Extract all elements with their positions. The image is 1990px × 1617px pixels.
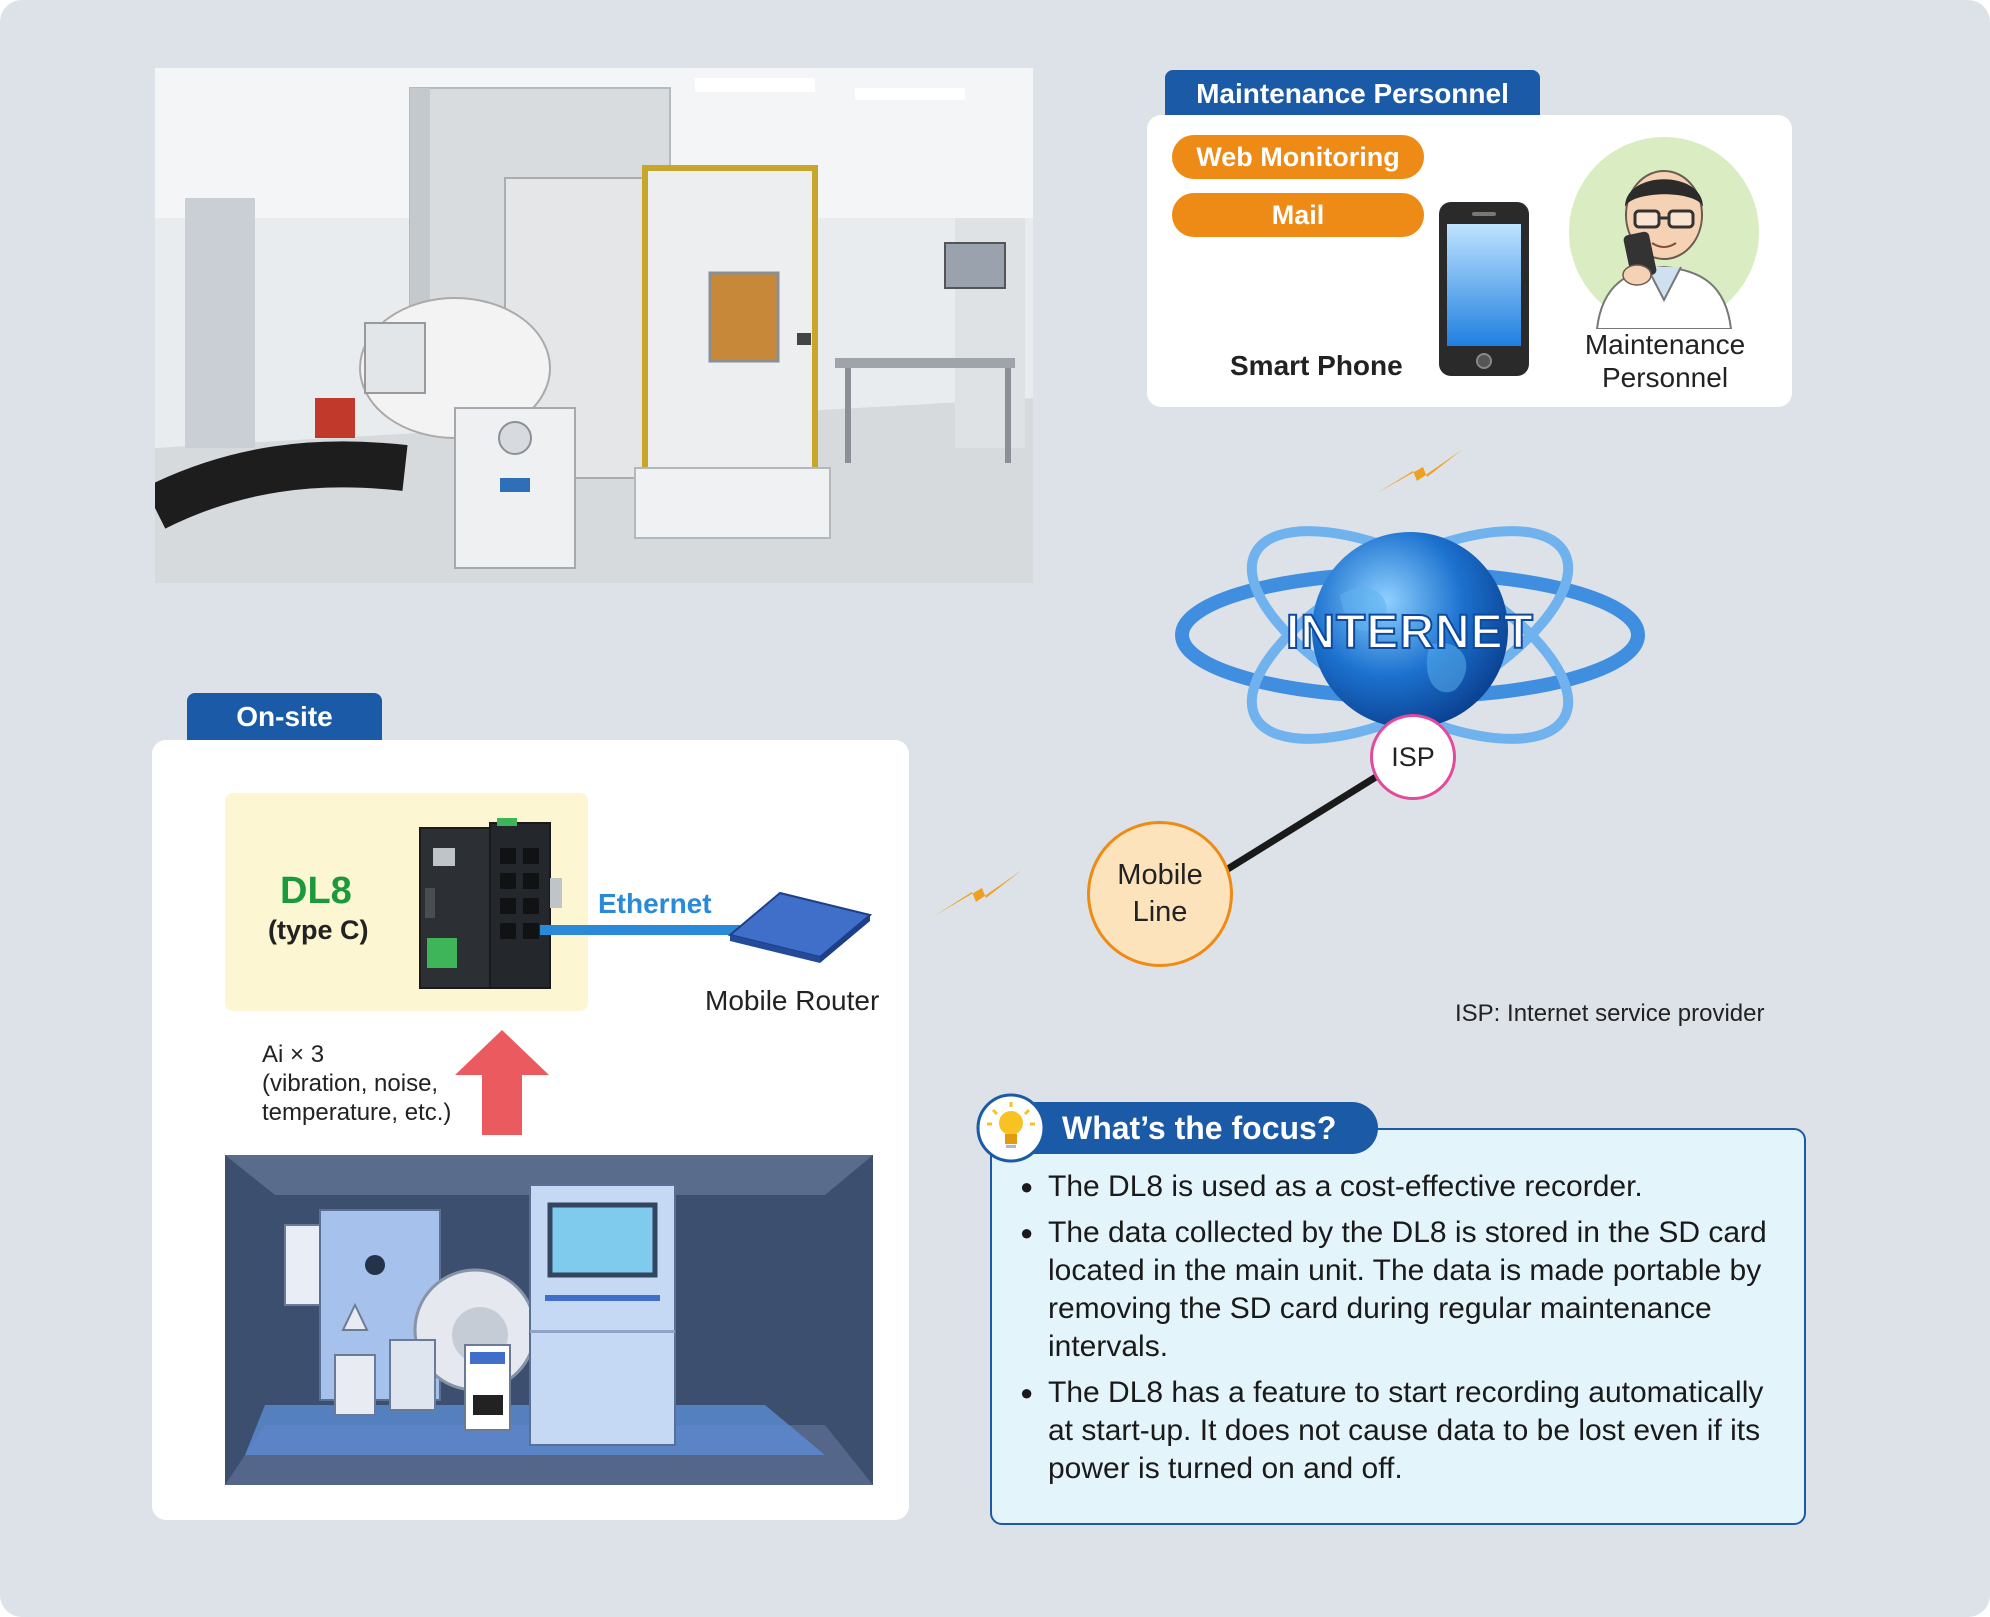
inputs-line-1: Ai × 3	[262, 1041, 325, 1068]
person-label-line1: Maintenance	[1584, 329, 1746, 360]
web-monitoring-label: Web Monitoring	[1196, 141, 1400, 172]
lightbulb-icon	[975, 1092, 1047, 1164]
isp-node: ISP	[1370, 714, 1456, 800]
onsite-tab-label: On-site	[236, 701, 333, 732]
mobile-line-label-1: Mobile	[1117, 859, 1203, 891]
maintenance-tab-label: Maintenance Personnel	[1196, 78, 1509, 109]
wireless-bolt-icon-top	[1375, 445, 1465, 500]
internet-globe-icon	[1170, 505, 1650, 765]
focus-bullet: The DL8 is used as a cost-effective reco…	[1020, 1168, 1790, 1206]
mobile-line-node: Mobile Line	[1087, 821, 1233, 967]
person-label-line2: Personnel	[1601, 362, 1729, 393]
inputs-line-2: (vibration, noise,	[262, 1070, 439, 1097]
wireless-bolt-icon-middle	[932, 866, 1024, 922]
mobile-line-label-2: Line	[1132, 896, 1188, 928]
mobile-router-icon	[720, 885, 880, 965]
mail-badge: Mail	[1172, 193, 1424, 237]
onsite-tab: On-site	[187, 693, 382, 741]
dl8-device-image	[415, 818, 565, 993]
dl8-name: DL8	[280, 870, 352, 912]
internet-label: INTERNET	[1285, 605, 1534, 660]
mobile-router-label: Mobile Router	[705, 985, 880, 1016]
equipment-illustration	[225, 1155, 873, 1485]
dl8-type: (type C)	[268, 915, 369, 945]
focus-bullet: The data collected by the DL8 is stored …	[1020, 1214, 1790, 1366]
person-label: Maintenance Personnel	[1560, 328, 1770, 394]
smartphone-icon	[1437, 200, 1531, 378]
ethernet-label: Ethernet	[598, 888, 712, 919]
focus-bullet: The DL8 has a feature to start recording…	[1020, 1374, 1790, 1488]
focus-title-tab: What’s the focus?	[1010, 1102, 1378, 1154]
ethernet-cable	[540, 925, 740, 935]
focus-bullet-list: The DL8 is used as a cost-effective reco…	[1020, 1168, 1790, 1496]
mail-label: Mail	[1271, 199, 1325, 230]
web-monitoring-badge: Web Monitoring	[1172, 135, 1424, 179]
maintenance-tab: Maintenance Personnel	[1165, 70, 1540, 118]
isp-label: ISP	[1391, 741, 1435, 772]
maintenance-person-avatar	[1567, 135, 1761, 330]
signal-up-arrow-icon	[455, 1030, 549, 1135]
inputs-line-3: temperature, etc.)	[262, 1099, 452, 1126]
isp-footnote: ISP: Internet service provider	[1455, 1000, 1765, 1027]
analog-inputs-label: Ai × 3 (vibration, noise, temperature, e…	[262, 1040, 451, 1127]
focus-title: What’s the focus?	[1062, 1109, 1337, 1146]
isp-mobile-connection	[1200, 740, 1420, 890]
lab-photo	[144, 68, 1033, 583]
smartphone-label: Smart Phone	[1230, 350, 1403, 381]
